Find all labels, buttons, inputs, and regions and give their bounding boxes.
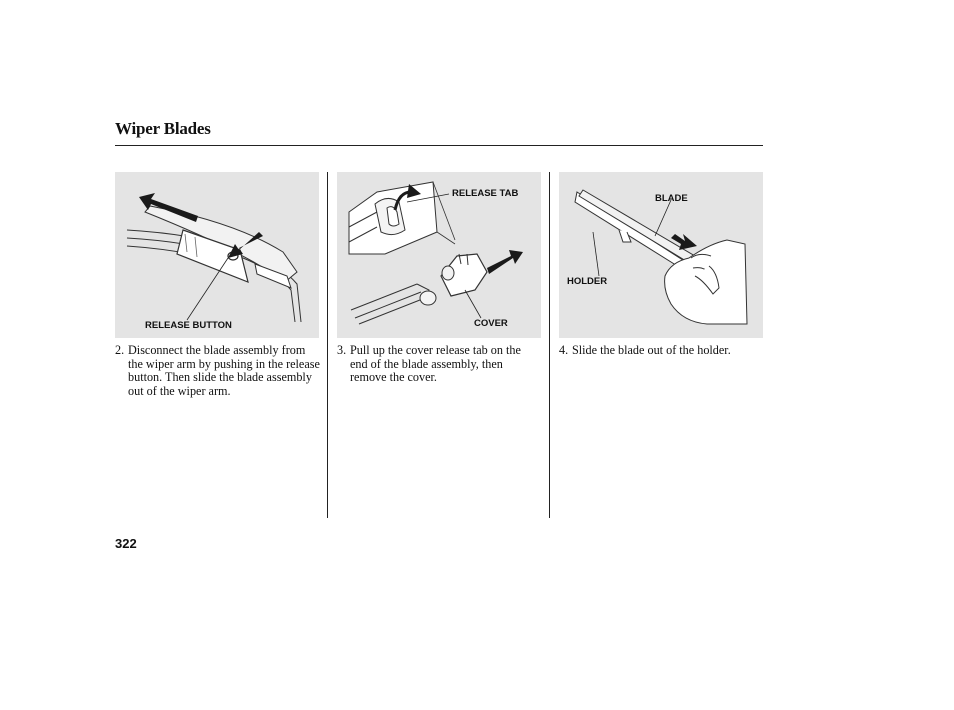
column-divider	[327, 172, 328, 518]
page-number: 322	[115, 536, 137, 551]
step-text: Pull up the cover release tab on the end…	[350, 343, 521, 384]
cover-label: COVER	[474, 318, 508, 329]
cover-release-illustration	[348, 181, 523, 325]
step-text: Slide the blade out of the holder.	[572, 343, 731, 357]
illustration-release-tab: RELEASE TAB COVER	[337, 172, 541, 338]
step-number: 2.	[115, 343, 125, 357]
step-number: 3.	[337, 343, 347, 357]
release-tab-label: RELEASE TAB	[452, 188, 519, 199]
release-button-label: RELEASE BUTTON	[145, 320, 232, 331]
illustration-blade-holder: BLADE HOLDER	[559, 172, 763, 338]
page-title: Wiper Blades	[115, 119, 211, 138]
step-number: 4.	[559, 343, 569, 357]
step-3: 3. Pull up the cover release tab on the …	[337, 343, 533, 385]
step-2: 2. Disconnect the blade assembly from th…	[115, 343, 320, 398]
blade-label: BLADE	[655, 193, 688, 204]
illustration-release-button: RELEASE BUTTON	[115, 172, 319, 338]
wiper-arm-illustration	[126, 193, 302, 323]
blade-slide-illustration	[574, 189, 748, 325]
step-text: Disconnect the blade assembly from the w…	[128, 343, 320, 398]
holder-label: HOLDER	[567, 276, 608, 287]
column-divider	[549, 172, 550, 518]
step-4: 4. Slide the blade out of the holder.	[559, 343, 763, 358]
title-rule	[115, 145, 763, 146]
